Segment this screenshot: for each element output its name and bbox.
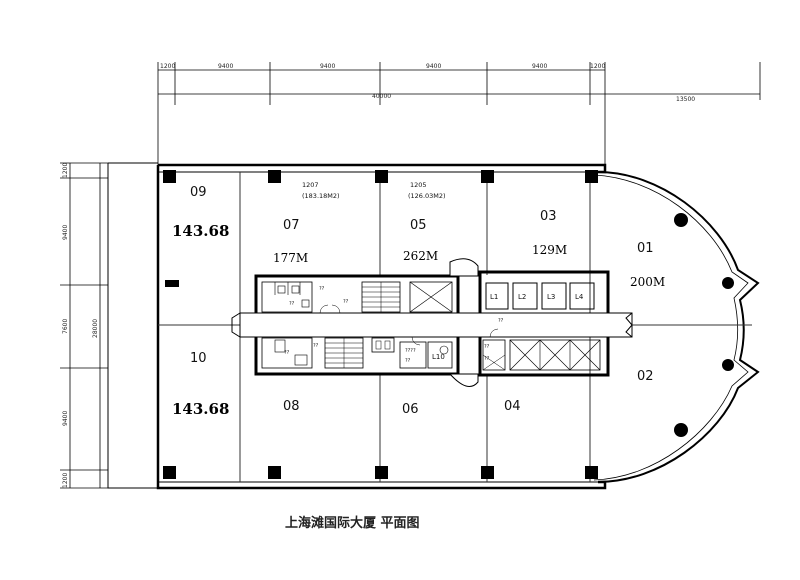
core-notes: ?? ?? ?? ?? ?? ?? ???? ?? ?? ?? (284, 286, 504, 364)
unit-05-number: 05 (410, 218, 427, 233)
dim-top-3: 9400 (320, 63, 335, 70)
unit-06-number: 06 (402, 402, 419, 417)
unit-08-number: 08 (283, 399, 300, 414)
note-q7: ?? (498, 318, 504, 324)
dim-left-3: 7600 (62, 319, 69, 334)
note-q1: ?? (289, 301, 295, 307)
unit-07-number: 07 (283, 218, 300, 233)
dim-top-1: 1200 (160, 63, 175, 70)
lift-labels: L1 L2 L3 L4 L10 (432, 293, 584, 361)
dim-left-5: 1200 (62, 473, 69, 488)
unit-05-area: 262M (403, 249, 438, 263)
unit-05-note-number: 1205 (410, 181, 427, 189)
unit-09-number: 09 (190, 185, 207, 200)
note-code: ???? (405, 348, 416, 354)
unit-07-area: 177M (273, 251, 308, 265)
unit-09-area: 143.68 (172, 222, 229, 240)
note-q5: ?? (313, 343, 319, 349)
plan-title: 上海滩国际大厦 平面图 (285, 515, 420, 531)
unit-labels: 09 143.68 1207 (183.18M2) 07 177M 1205 (… (172, 181, 665, 418)
note-q3: ?? (343, 299, 349, 305)
dim-total-height: 28000 (92, 319, 99, 338)
unit-01-number: 01 (637, 241, 654, 256)
lift-l4-label: L4 (575, 293, 584, 301)
building-outline (107, 162, 760, 490)
unit-05-note-area: (126.03M2) (408, 192, 446, 200)
note-q9: ?? (484, 356, 490, 362)
note-q8: ?? (484, 344, 490, 350)
unit-10-area: 143.68 (172, 400, 229, 418)
unit-03-number: 03 (540, 209, 557, 224)
dim-left-1: 1200 (62, 163, 69, 178)
unit-07-note-area: (183.18M2) (302, 192, 340, 200)
dim-top-2: 9400 (218, 63, 233, 70)
lift-l3-label: L3 (547, 293, 555, 301)
dim-total-width: 40000 (372, 93, 391, 100)
lift-l1-label: L1 (490, 293, 498, 301)
left-dimension-lines (60, 162, 158, 489)
lift-l2-label: L2 (518, 293, 526, 301)
dim-top-4: 9400 (426, 63, 441, 70)
unit-03-area: 129M (532, 243, 567, 257)
unit-07-note-number: 1207 (302, 181, 319, 189)
unit-01-area: 200M (630, 275, 665, 289)
dim-right-extent: 13500 (676, 96, 695, 103)
note-q2: ?? (319, 286, 325, 292)
core (231, 258, 633, 387)
unit-10-number: 10 (190, 351, 207, 366)
dim-left-2: 9400 (62, 225, 69, 240)
columns (163, 170, 734, 479)
dim-left-4: 9400 (62, 411, 69, 426)
dim-top-6: 1200 (590, 63, 605, 70)
note-q4: ?? (284, 350, 290, 356)
lift-l10-label: L10 (432, 353, 445, 361)
dim-top-5: 9400 (532, 63, 547, 70)
note-q6: ?? (405, 358, 411, 364)
unit-02-number: 02 (637, 369, 654, 384)
top-dimension-lines (157, 62, 761, 165)
unit-04-number: 04 (504, 399, 521, 414)
